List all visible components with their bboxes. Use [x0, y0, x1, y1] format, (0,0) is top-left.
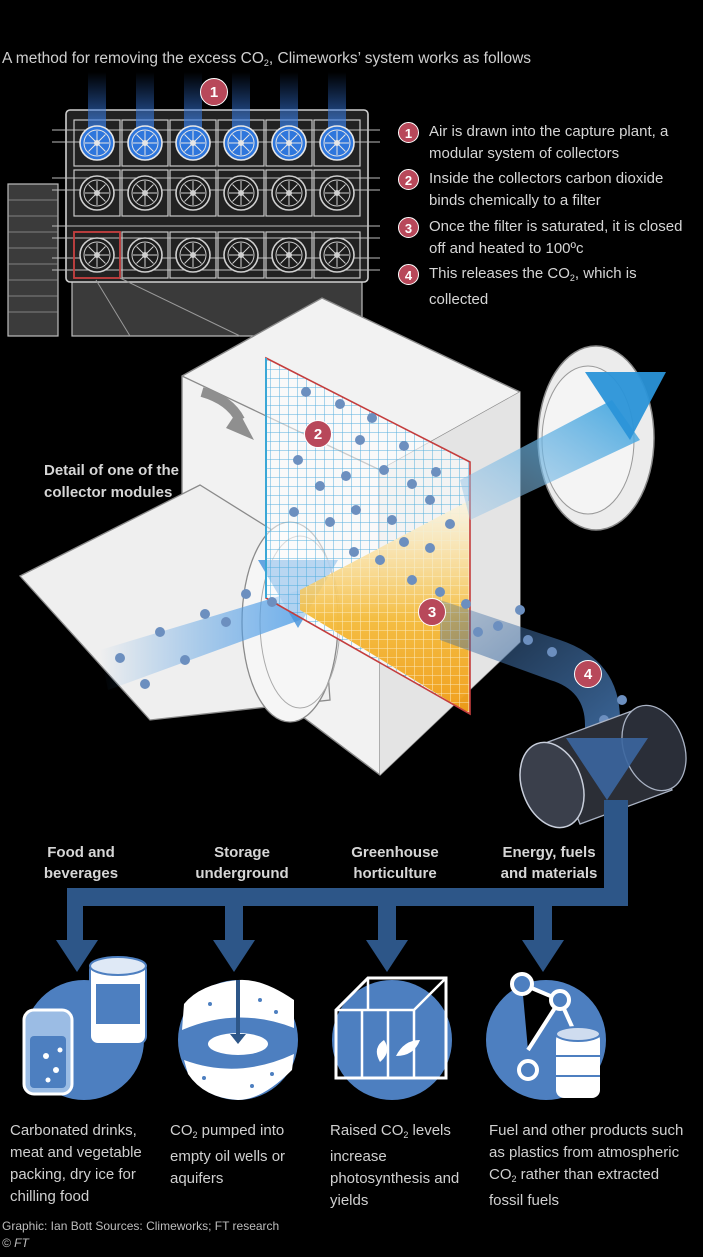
step-marker-1: 1	[200, 78, 228, 106]
step-3: 3 Once the filter is saturated, it is cl…	[398, 216, 698, 260]
use-desc-food: Carbonated drinks, meat and vegetable pa…	[10, 1122, 142, 1205]
step-marker-2: 2	[304, 420, 332, 448]
distribution-pipes	[56, 800, 628, 972]
credit-line: Graphic: Ian Bott Sources: Climeworks; F…	[2, 1219, 280, 1233]
step-text: Once the filter is saturated, it is clos…	[429, 218, 683, 257]
molecule-barrel-icon	[486, 972, 606, 1100]
step-4: 4 This releases the CO2, which is collec…	[398, 263, 698, 311]
capture-plant	[7, 72, 380, 337]
step-marker-4: 4	[574, 660, 602, 688]
use-title-food: Food and beverages	[43, 844, 119, 882]
step-number: 1	[398, 122, 419, 143]
page-title: A method for removing the excess CO2, Cl…	[2, 50, 532, 68]
use-title-storage: Storage underground	[195, 844, 289, 882]
soda-can-icon	[22, 956, 147, 1100]
step-1: 1 Air is drawn into the capture plant, a…	[398, 121, 698, 165]
use-title-greenhouse: Greenhouse horticulture	[351, 844, 439, 882]
step-text: This releases the CO2, which is collecte…	[429, 265, 637, 308]
use-desc-greenhouse: Raised CO2 levels increase photosynthesi…	[330, 1122, 460, 1209]
use-title-energy: Energy, fuels and materials	[500, 844, 598, 882]
use-desc-energy: Fuel and other products such as plastics…	[489, 1122, 684, 1209]
step-text: Air is drawn into the capture plant, a m…	[429, 123, 669, 162]
step-text: Inside the collectors carbon dioxide bin…	[429, 170, 664, 209]
highlighted-module	[73, 231, 121, 279]
use-desc-storage: CO2 pumped into empty oil wells or aquif…	[170, 1122, 286, 1187]
step-number: 4	[398, 264, 419, 285]
step-2: 2 Inside the collectors carbon dioxide b…	[398, 168, 698, 212]
copyright: © FT	[2, 1236, 29, 1250]
step-number: 2	[398, 169, 419, 190]
collector-module	[18, 297, 687, 829]
drill-well-icon	[178, 979, 298, 1100]
detail-label: Detail of one of the collector modules	[44, 462, 179, 501]
greenhouse-icon	[332, 976, 452, 1100]
step-number: 3	[398, 217, 419, 238]
step-marker-3: 3	[418, 598, 446, 626]
collection-tank	[519, 704, 687, 829]
